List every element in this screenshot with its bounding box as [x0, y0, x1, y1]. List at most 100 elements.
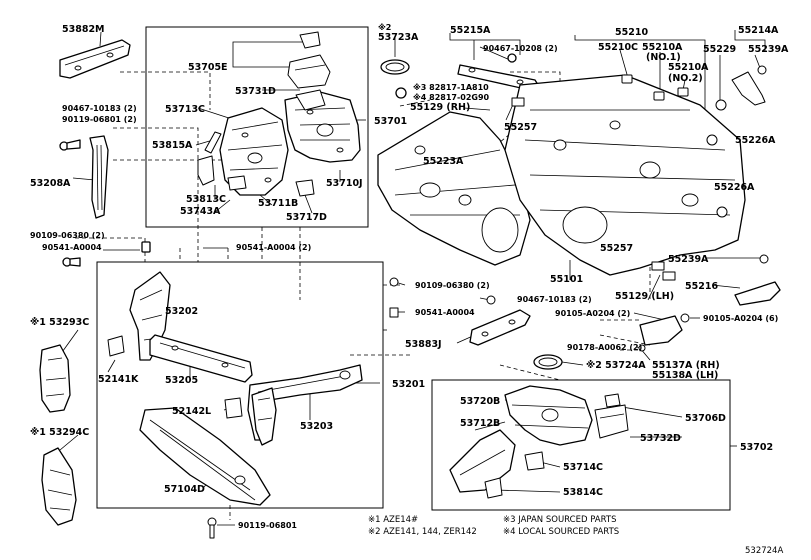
label-55210A-1: 55210A: [642, 42, 683, 53]
part-53714C-shape: [524, 451, 545, 471]
part-53712B-shape: [449, 429, 516, 493]
part-53201-shape: [247, 364, 363, 441]
callout-labels: 53882M 90467-10183 (2) 90119-06801 (2) 5…: [30, 22, 789, 530]
label-55138A: 55138A (LH): [652, 370, 718, 381]
label-53202: 53202: [165, 306, 198, 317]
label-55239A-b: 55239A: [668, 254, 709, 265]
bolt-90119-06801-shape: [207, 517, 217, 539]
part-52142L-shape: [224, 397, 243, 419]
label-53720B: 53720B: [460, 396, 500, 407]
part-53743A-shape: [227, 175, 247, 191]
part-55210A-shape: [653, 87, 689, 101]
part-53815A-shape: [204, 131, 222, 154]
label-53814C: 53814C: [563, 487, 603, 498]
label-53882M: 53882M: [62, 24, 105, 35]
label-55210C: 55210C: [598, 42, 638, 53]
part-53701-shape: [284, 91, 361, 163]
bolt-90467-b-shape: [486, 295, 496, 305]
part-55257-shape: [511, 97, 676, 281]
label-90467-10183-b: 90467-10183 (2): [517, 295, 592, 304]
label-53731D: 53731D: [235, 86, 276, 97]
label-90105-A0204-6: 90105-A0204 (6): [703, 314, 778, 323]
bolt-90109-shape: [62, 257, 81, 267]
part-53294C-shape: [41, 447, 77, 526]
label-90105-A0204-2: 90105-A0204 (2): [555, 309, 630, 318]
label-55226A-b: 55226A: [714, 182, 755, 193]
label-53205: 53205: [165, 375, 198, 386]
part-53723A-shape: [380, 59, 410, 75]
part-53706D-shape: [594, 393, 629, 439]
label-55226A-a: 55226A: [735, 135, 776, 146]
label-55137A: 55137A (RH): [652, 360, 720, 371]
dashed-leaders: [75, 71, 701, 520]
part-55101-shape: [504, 74, 746, 276]
part-53293C-shape: [39, 344, 71, 413]
part-53882M-shape: [59, 39, 131, 79]
part-53205-shape: [149, 334, 253, 383]
footnote-2: ※2 AZE141, 144, ZER142: [368, 527, 477, 537]
part-53705E-shape: [287, 31, 331, 111]
label-52141K: 52141K: [98, 374, 139, 385]
label-55214A: 55214A: [738, 25, 779, 36]
label-55223A: 55223A: [423, 156, 464, 167]
nut-90541-c-shape: [389, 307, 399, 318]
label-53714C: 53714C: [563, 462, 603, 473]
label-53717D: 53717D: [286, 212, 327, 223]
box-53701-group: [145, 26, 369, 228]
label-53712B: 53712B: [460, 418, 500, 429]
label-53723A-mark: ※2: [378, 22, 391, 32]
label-55257-a: 55257: [504, 122, 537, 133]
footnotes: ※1 AZE14# ※2 AZE141, 144, ZER142 ※3 JAPA…: [368, 515, 783, 556]
label-53701: 53701: [374, 116, 407, 127]
part-53702-shape: [504, 385, 593, 446]
label-55215A: 55215A: [450, 25, 491, 36]
label-53883J: 53883J: [405, 339, 442, 350]
label-53815A: 53815A: [152, 140, 193, 151]
part-55210C-shape: [621, 74, 633, 84]
label-55210A-2: 55210A: [668, 62, 709, 73]
part-55214A-shape: [731, 71, 766, 106]
label-55210: 55210: [615, 27, 648, 38]
part-57104D-shape: [139, 407, 271, 506]
label-53710J: 53710J: [326, 178, 363, 189]
label-55101: 55101: [550, 274, 583, 285]
part-53717D-shape: [295, 179, 315, 197]
part-55229-shape: [715, 99, 727, 111]
label-55216: 55216: [685, 281, 718, 292]
label-90109-06380-b: 90109-06380 (2): [415, 281, 490, 290]
box-53702-group: [431, 379, 731, 511]
bolt-90119-shape: [59, 139, 81, 151]
part-55223A-shape: [377, 111, 531, 266]
label-82817-02G90: ※4 82817-02G90: [413, 92, 490, 102]
label-53208A: 53208A: [30, 178, 71, 189]
label-90467-10208: 90467-10208 (2): [483, 44, 558, 53]
label-90541-A0004-b: 90541-A0004 (2): [236, 243, 311, 252]
label-90109-06380-a: 90109-06380 (2): [30, 231, 105, 240]
part-55226A-shape: [706, 134, 728, 218]
footnote-1: ※1 AZE14#: [368, 515, 418, 525]
nut-90541-shape: [141, 241, 151, 253]
part-53203-shape: [251, 387, 277, 446]
label-82817-1A810: ※3 82817-1A810: [413, 82, 489, 92]
label-55229: 55229: [703, 44, 736, 55]
part-55216-shape: [734, 281, 781, 306]
label-53724A: ※2 53724A: [586, 360, 646, 371]
label-55129-rh: 55129 (RH): [410, 102, 470, 113]
part-53724A-shape: [533, 354, 563, 370]
label-90119-06801-b: 90119-06801: [238, 521, 297, 530]
bolt-90467-10208-shape: [507, 53, 517, 63]
part-55215A-shape: [457, 64, 541, 91]
box-53201-group: [96, 261, 384, 509]
label-90467-10183-a: 90467-10183 (2): [62, 104, 137, 113]
label-53294C: ※1 53294C: [30, 427, 89, 438]
part-53711B-shape: [219, 107, 289, 196]
label-57104D: 57104D: [164, 484, 205, 495]
footnote-3: ※3 JAPAN SOURCED PARTS: [503, 515, 616, 525]
part-53883J-shape: [469, 309, 531, 346]
part-53813C-shape: [197, 155, 215, 186]
label-90119-06801-a: 90119-06801 (2): [62, 115, 137, 124]
label-53813C: 53813C: [186, 194, 226, 205]
figure-id: 532724A: [745, 546, 783, 556]
part-55137A-shape: [638, 313, 690, 352]
